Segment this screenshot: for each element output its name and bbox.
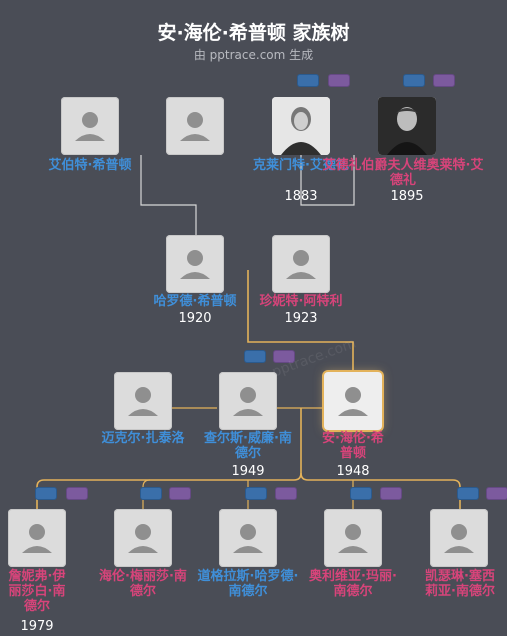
- default-avatar-icon: [233, 387, 263, 416]
- person-name: 奥利维亚·玛丽·南德尔: [309, 569, 397, 599]
- tag-blue[interactable]: [244, 350, 266, 363]
- default-avatar-icon: [22, 524, 52, 553]
- person-card-albert[interactable]: [61, 97, 119, 155]
- default-avatar-icon: [128, 387, 158, 416]
- person-name: 道格拉斯·哈罗德·南德尔: [197, 569, 299, 599]
- person-year: 1920: [178, 311, 212, 326]
- person-card-helen[interactable]: [114, 509, 172, 567]
- page-subtitle: 由 pptrace.com 生成: [193, 48, 314, 62]
- person-name: 艾德礼伯爵夫人维奥莱特·艾德礼: [322, 158, 484, 188]
- person-card-harold[interactable]: [166, 235, 224, 293]
- default-avatar-icon: [286, 250, 316, 279]
- tag-blue[interactable]: [350, 487, 372, 500]
- default-avatar-icon: [444, 524, 474, 553]
- person-name: 迈克尔·扎泰洛: [101, 431, 185, 446]
- page-title: 安·海伦·希普顿 家族树: [157, 22, 350, 44]
- tag-blue[interactable]: [35, 487, 57, 500]
- person-name: 凯瑟琳·塞西莉亚·南德尔: [425, 569, 495, 599]
- default-avatar-icon: [75, 112, 105, 141]
- portrait-photo-icon: [378, 97, 436, 155]
- person-year: 1949: [231, 464, 265, 479]
- person-year: 1979: [20, 619, 54, 634]
- person-year: 1923: [284, 311, 318, 326]
- person-name: 詹妮弗·伊丽莎白·南德尔: [8, 569, 66, 614]
- tag-purple[interactable]: [486, 487, 507, 500]
- person-year: 1895: [390, 189, 424, 204]
- person-name: 安·海伦·希普顿: [322, 431, 384, 461]
- person-year: 1948: [336, 464, 370, 479]
- tag-purple[interactable]: [380, 487, 402, 500]
- portrait-photo-icon: [272, 97, 330, 155]
- person-card-charles[interactable]: [219, 372, 277, 430]
- default-avatar-icon: [338, 387, 368, 416]
- person-card-clement[interactable]: [272, 97, 330, 155]
- person-year: 1883: [284, 189, 318, 204]
- default-avatar-icon: [128, 524, 158, 553]
- person-card-olivia[interactable]: [324, 509, 382, 567]
- person-name: 珍妮特·阿特利: [259, 294, 343, 309]
- person-name: 查尔斯·威廉·南德尔: [204, 431, 292, 461]
- person-name: 艾伯特·希普顿: [48, 158, 132, 173]
- person-card-douglas[interactable]: [219, 509, 277, 567]
- person-card-unknown[interactable]: [166, 97, 224, 155]
- person-name: 海伦·梅丽莎·南德尔: [99, 569, 187, 599]
- default-avatar-icon: [180, 112, 210, 141]
- tag-purple[interactable]: [275, 487, 297, 500]
- person-card-catherine[interactable]: [430, 509, 488, 567]
- tag-blue[interactable]: [245, 487, 267, 500]
- person-card-jennifer[interactable]: [8, 509, 66, 567]
- tag-blue[interactable]: [297, 74, 319, 87]
- tag-blue[interactable]: [403, 74, 425, 87]
- tag-blue[interactable]: [457, 487, 479, 500]
- person-card-michael[interactable]: [114, 372, 172, 430]
- tag-purple[interactable]: [66, 487, 88, 500]
- person-card-violet[interactable]: [378, 97, 436, 155]
- default-avatar-icon: [338, 524, 368, 553]
- default-avatar-icon: [233, 524, 263, 553]
- default-avatar-icon: [180, 250, 210, 279]
- person-name: 克莱门特·艾德礼: [253, 158, 349, 173]
- tag-purple[interactable]: [169, 487, 191, 500]
- tag-blue[interactable]: [140, 487, 162, 500]
- person-card-ann-focus[interactable]: [324, 372, 382, 430]
- tag-purple[interactable]: [328, 74, 350, 87]
- tag-purple[interactable]: [433, 74, 455, 87]
- tag-purple[interactable]: [273, 350, 295, 363]
- person-card-janet[interactable]: [272, 235, 330, 293]
- person-name: 哈罗德·希普顿: [153, 294, 237, 309]
